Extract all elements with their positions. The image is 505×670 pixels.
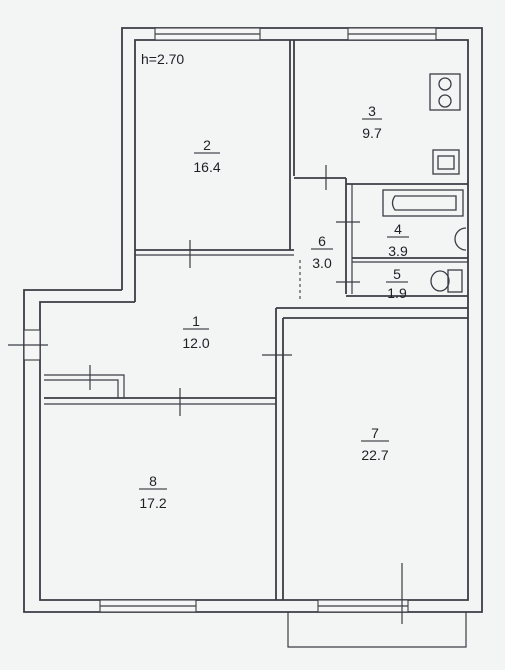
room-7-label: 7 22.7 bbox=[361, 425, 389, 463]
room-4-label: 4 3.9 bbox=[387, 221, 409, 259]
room-3-label: 3 9.7 bbox=[362, 103, 382, 141]
balcony bbox=[287, 612, 467, 648]
room-2-label: 2 16.4 bbox=[193, 137, 220, 175]
room-8-area: 17.2 bbox=[139, 495, 166, 511]
room-5-label: 5 1.9 bbox=[386, 266, 408, 301]
wash-basin bbox=[454, 227, 467, 251]
interior-walls bbox=[44, 40, 468, 600]
room-7-area: 22.7 bbox=[361, 447, 388, 463]
room-2-number: 2 bbox=[203, 137, 211, 153]
toilet bbox=[430, 269, 463, 293]
windows bbox=[23, 27, 437, 613]
room-6-label: 6 3.0 bbox=[311, 233, 333, 271]
room-5-area: 1.9 bbox=[387, 285, 407, 301]
room-2-area: 16.4 bbox=[193, 159, 220, 175]
room-3-area: 9.7 bbox=[362, 125, 382, 141]
room-3-number: 3 bbox=[368, 103, 376, 119]
outer-walls bbox=[23, 27, 483, 613]
kitchen-stove bbox=[429, 73, 461, 111]
room-1-number: 1 bbox=[192, 313, 200, 329]
room-1-label: 1 12.0 bbox=[182, 313, 209, 351]
ceiling-height-label: h=2.70 bbox=[141, 51, 184, 67]
room-7-number: 7 bbox=[371, 425, 379, 441]
room-8-number: 8 bbox=[149, 473, 157, 489]
room-5-number: 5 bbox=[393, 266, 401, 282]
bathtub bbox=[382, 189, 464, 217]
room-6-number: 6 bbox=[318, 233, 326, 249]
kitchen-sink bbox=[432, 149, 460, 175]
room-4-number: 4 bbox=[394, 221, 402, 237]
room-1-area: 12.0 bbox=[182, 335, 209, 351]
room-8-label: 8 17.2 bbox=[139, 473, 167, 511]
room-6-area: 3.0 bbox=[312, 255, 332, 271]
room-4-area: 3.9 bbox=[388, 243, 408, 259]
door-marks bbox=[8, 165, 403, 624]
